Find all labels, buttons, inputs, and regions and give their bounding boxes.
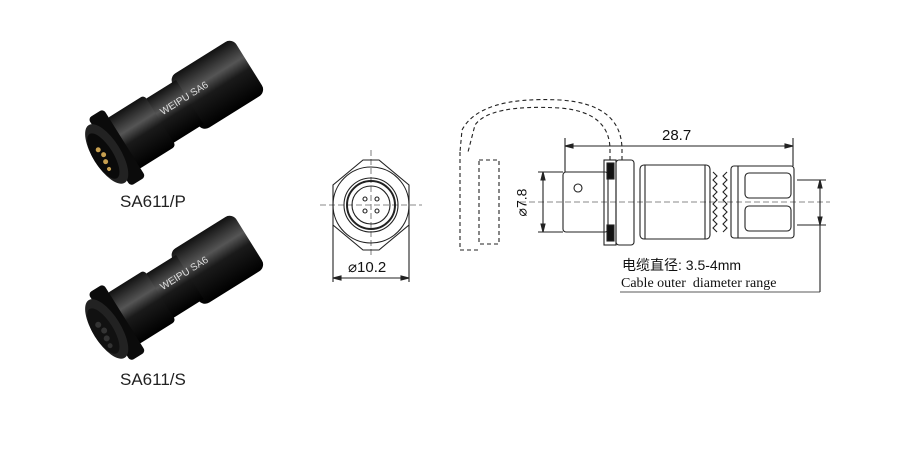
connector-photo-plug: WEIPU SA6 (85, 40, 264, 185)
front-diameter-label: ⌀10.2 (348, 259, 387, 276)
length-label: 28.7 (662, 127, 692, 144)
side-view-drawing (459, 99, 830, 293)
model-label-plug: SA611/P (120, 192, 186, 211)
model-label-socket: SA611/S (120, 370, 186, 389)
cable-range-cn: 电缆直径: 3.5-4mm (622, 257, 742, 273)
side-diameter-label: ⌀7.8 (513, 188, 530, 217)
front-view-drawing (320, 150, 422, 282)
connector-photo-socket: WEIPU SA6 (85, 215, 264, 360)
cable-range-en: Cable outer diameter range (621, 276, 777, 291)
